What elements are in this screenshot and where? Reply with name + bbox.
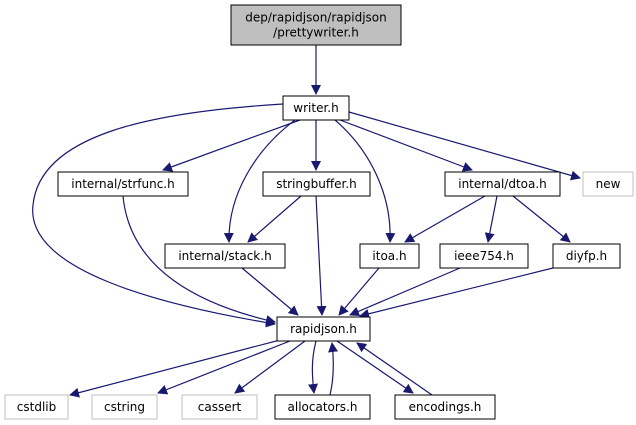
node-box xyxy=(274,394,371,420)
node-encodings[interactable]: encodings.h xyxy=(394,394,496,420)
node-diyfp[interactable]: diyfp.h xyxy=(552,243,621,269)
node-box xyxy=(262,171,371,197)
node-label: cassert xyxy=(198,400,242,414)
node-label: new xyxy=(596,177,621,191)
node-rapidjson[interactable]: rapidjson.h xyxy=(276,316,371,342)
edge-writer-to-stack xyxy=(223,119,296,243)
node-itoa[interactable]: itoa.h xyxy=(359,243,420,269)
node-box xyxy=(439,243,529,269)
node-box xyxy=(552,243,621,269)
node-writer[interactable]: writer.h xyxy=(282,95,350,121)
node-box xyxy=(164,243,286,269)
edge-ieee754-to-rapidjson xyxy=(349,267,461,317)
node-cstring: cstring xyxy=(91,394,158,420)
node-box xyxy=(230,4,402,46)
node-box xyxy=(4,394,69,420)
edge-rapidjson-to-cstring xyxy=(157,340,291,395)
node-label: internal/stack.h xyxy=(178,249,271,263)
node-label: allocators.h xyxy=(288,400,358,414)
node-stack[interactable]: internal/stack.h xyxy=(164,243,286,269)
node-stringbuffer[interactable]: stringbuffer.h xyxy=(262,171,371,197)
edge-rapidjson-to-cassert xyxy=(234,340,306,394)
node-label: internal/dtoa.h xyxy=(458,177,547,191)
edge-writer-to-strfunc xyxy=(162,119,301,172)
edge-strfunc-to-rapidjson xyxy=(122,195,276,325)
node-cassert: cassert xyxy=(181,394,258,420)
edge-writer-to-rapidjson xyxy=(32,103,284,328)
node-label: writer.h xyxy=(293,101,338,115)
edge-diyfp-to-rapidjson xyxy=(359,267,554,319)
node-allocators[interactable]: allocators.h xyxy=(274,394,371,420)
edge-dtoa-to-itoa xyxy=(404,195,486,243)
edge-dtoa-to-diyfp xyxy=(512,195,571,243)
node-label: ieee754.h xyxy=(454,249,514,263)
node-label: rapidjson.h xyxy=(290,322,357,336)
edge-writer-to-dtoa xyxy=(339,119,473,172)
node-new: new xyxy=(582,171,634,197)
node-box xyxy=(57,171,189,197)
edge-writer-to-new xyxy=(348,111,581,181)
node-prettywriter[interactable]: dep/rapidjson/rapidjson/prettywriter.h xyxy=(230,4,402,46)
node-label: cstring xyxy=(104,400,145,414)
node-box xyxy=(394,394,496,420)
nodes-layer: dep/rapidjson/rapidjson/prettywriter.h wr… xyxy=(4,4,634,420)
edge-dtoa-to-ieee754 xyxy=(484,195,498,243)
node-label: encodings.h xyxy=(409,400,482,414)
edge-stack-to-rapidjson xyxy=(241,267,299,316)
node-box xyxy=(91,394,158,420)
node-label: stringbuffer.h xyxy=(276,177,357,191)
node-cstdlib: cstdlib xyxy=(4,394,69,420)
node-label: itoa.h xyxy=(372,249,406,263)
node-label: cstdlib xyxy=(17,400,56,414)
node-ieee754[interactable]: ieee754.h xyxy=(439,243,529,269)
edge-allocators-to-rapidjson xyxy=(328,342,339,396)
edge-stringbuffer-to-stack xyxy=(247,195,302,243)
node-box xyxy=(582,171,634,197)
node-box xyxy=(276,316,371,342)
node-label: diyfp.h xyxy=(566,249,607,263)
node-label: internal/strfunc.h xyxy=(71,177,174,191)
node-label: dep/rapidjson/rapidjson xyxy=(245,11,386,25)
edge-writer-to-itoa xyxy=(334,119,396,243)
edge-itoa-to-rapidjson xyxy=(338,267,380,316)
node-label: /prettywriter.h xyxy=(273,26,359,40)
node-box xyxy=(444,171,561,197)
node-strfunc[interactable]: internal/strfunc.h xyxy=(57,171,189,197)
node-box xyxy=(282,95,350,121)
node-box xyxy=(359,243,420,269)
edge-rapidjson-to-encodings xyxy=(336,340,414,394)
edge-stringbuffer-to-rapidjson xyxy=(315,195,327,316)
node-dtoa[interactable]: internal/dtoa.h xyxy=(444,171,561,197)
node-box xyxy=(181,394,258,420)
edge-encodings-to-rapidjson xyxy=(356,342,433,396)
edge-rapidjson-to-allocators xyxy=(308,340,318,394)
edge-rapidjson-to-cstdlib xyxy=(69,339,281,398)
edges-layer xyxy=(32,45,581,398)
